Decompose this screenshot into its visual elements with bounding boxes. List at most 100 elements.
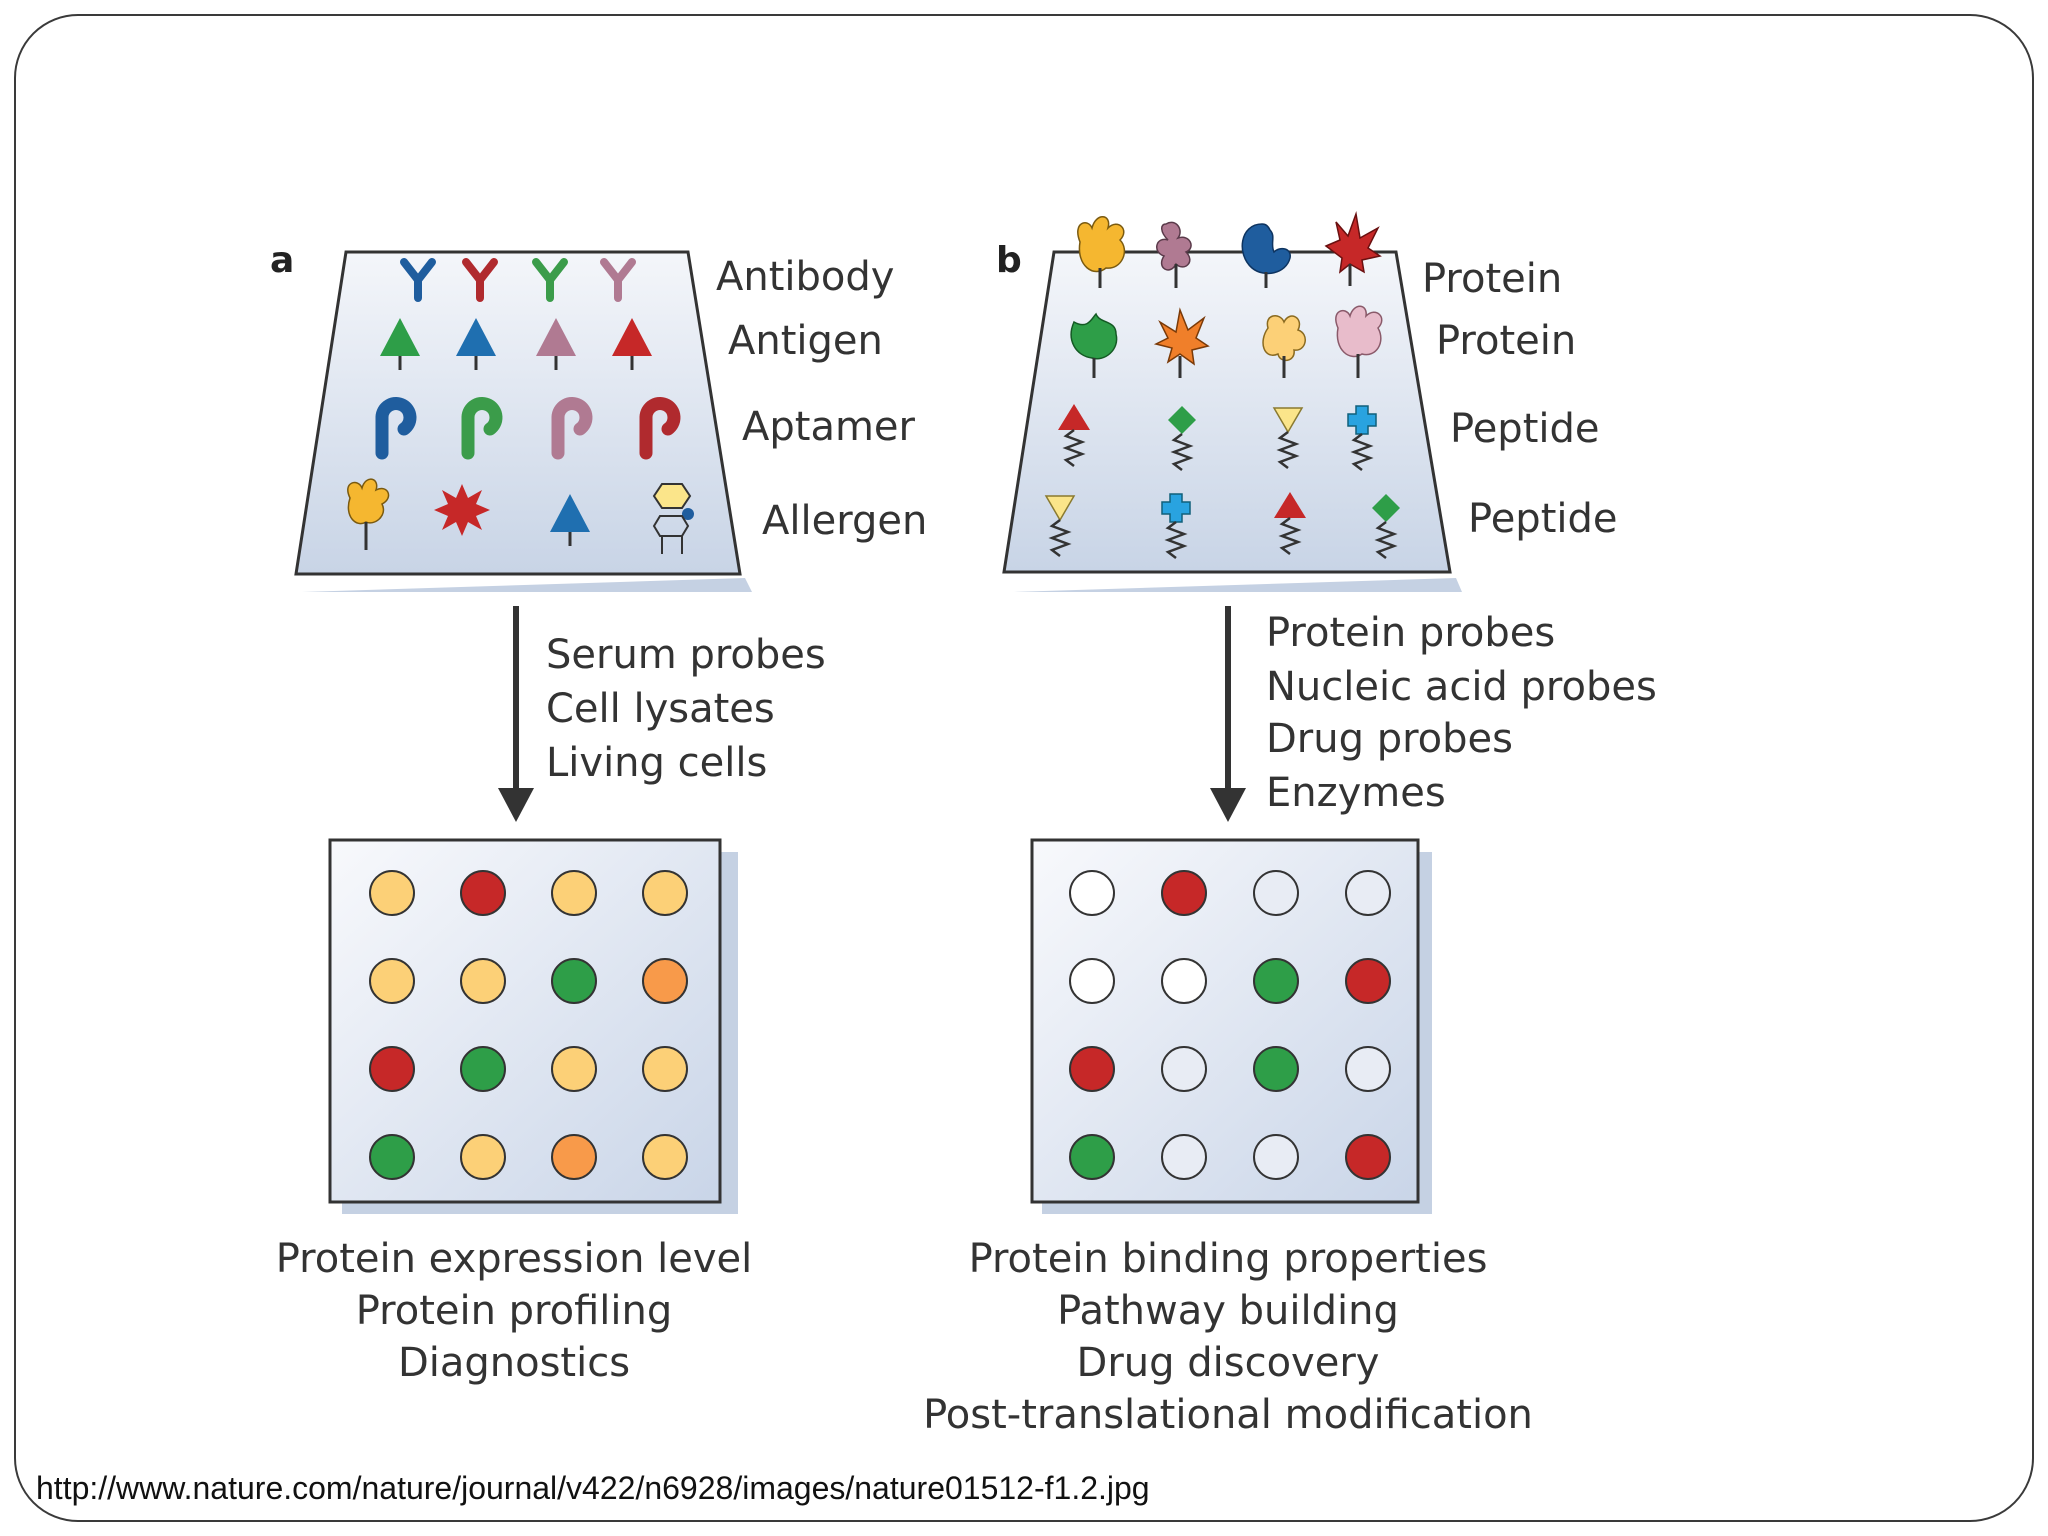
protein-blob-icon (1077, 216, 1126, 288)
antigen-icon (612, 318, 652, 370)
antibody-icon (532, 258, 568, 302)
application-a-line-2: Protein profiling (356, 1288, 673, 1334)
result-b-spots (1069, 870, 1391, 1180)
row-label-aptamer: Aptamer (742, 404, 916, 450)
row-label-peptide-1: Peptide (1450, 406, 1600, 452)
array-spot (369, 958, 415, 1004)
array-spot (1069, 1046, 1115, 1092)
peptide-row-1 (1058, 404, 1377, 471)
array-spot (551, 1046, 597, 1092)
antigen-row (380, 318, 652, 370)
aptamer-icon (461, 397, 503, 460)
peptide-inverted-triangle-icon (1044, 495, 1076, 557)
array-spot (642, 1134, 688, 1180)
peptide-diamond-icon (1168, 406, 1196, 471)
arrow-b-head (1210, 788, 1246, 822)
protein-spiky-icon (1324, 211, 1382, 286)
antigen-icon (536, 318, 576, 370)
application-b-line-1: Protein binding properties (969, 1236, 1488, 1282)
array-spot (460, 958, 506, 1004)
panel-a: a (270, 240, 927, 1386)
protein-blob-icon (1335, 305, 1383, 378)
slide-a-shadow (302, 578, 752, 592)
aptamer-row (375, 397, 681, 460)
array-spot (1253, 958, 1299, 1004)
row-label-antigen: Antigen (728, 318, 883, 364)
array-spot (1345, 1134, 1391, 1180)
protein-row-1 (1077, 211, 1382, 288)
arrow-a-head (498, 788, 534, 822)
array-spot (1161, 1134, 1207, 1180)
source-url[interactable]: http://www.nature.com/nature/journal/v42… (36, 1470, 1150, 1506)
array-spot (1345, 958, 1391, 1004)
row-label-protein-2: Protein (1436, 318, 1576, 364)
peptide-cross-icon (1347, 405, 1377, 471)
probe-b-line-4: Enzymes (1266, 770, 1446, 816)
antibody-icon (462, 258, 498, 302)
array-spot (642, 870, 688, 916)
antibody-icon (600, 258, 636, 302)
application-b-line-3: Drug discovery (1077, 1340, 1380, 1386)
array-spot (369, 1134, 415, 1180)
antigen-icon (456, 318, 496, 370)
protein-row-2 (1070, 305, 1383, 378)
array-spot (1253, 1134, 1299, 1180)
protein-blob-icon (1241, 223, 1291, 288)
array-spot (1069, 958, 1115, 1004)
allergen-row (347, 478, 694, 554)
row-label-allergen: Allergen (762, 498, 927, 544)
panel-b-letter: b (996, 240, 1022, 281)
aptamer-icon (551, 397, 593, 460)
array-spot (1161, 1046, 1207, 1092)
peptide-diamond-icon (1372, 494, 1400, 559)
probe-b-line-3: Drug probes (1266, 716, 1513, 762)
array-spot (1069, 870, 1115, 916)
application-b-line-4: Post-translational modification (923, 1392, 1533, 1438)
row-label-peptide-2: Peptide (1468, 496, 1618, 542)
array-spot (1253, 870, 1299, 916)
result-a-spots (369, 870, 688, 1180)
row-label-protein-1: Protein (1422, 256, 1562, 302)
protein-spiky-icon (1153, 307, 1210, 378)
array-spot (1345, 1046, 1391, 1092)
slide-frame (14, 14, 2034, 1522)
protein-blob-icon (1070, 312, 1118, 378)
array-spot (460, 1134, 506, 1180)
allergen-triangle-icon (550, 494, 590, 546)
antibody-icon (400, 258, 436, 302)
slide-b-shadow (1014, 578, 1462, 592)
probe-b-line-1: Protein probes (1266, 610, 1555, 656)
array-spot (1161, 958, 1207, 1004)
array-spot (1345, 870, 1391, 916)
array-spot (642, 1046, 688, 1092)
array-spot (460, 870, 506, 916)
allergen-blob-icon (347, 478, 390, 550)
array-spot (369, 1046, 415, 1092)
aptamer-icon (639, 397, 681, 460)
probe-b-line-2: Nucleic acid probes (1266, 664, 1657, 710)
peptide-cross-icon (1161, 493, 1191, 559)
array-spot (642, 958, 688, 1004)
allergen-star-icon (434, 484, 490, 536)
array-spot (1253, 1046, 1299, 1092)
protein-blob-icon (1262, 315, 1306, 378)
antigen-icon (380, 318, 420, 370)
peptide-inverted-triangle-icon (1272, 407, 1304, 469)
panel-a-letter: a (270, 240, 294, 281)
peptide-row-2 (1044, 492, 1400, 559)
antibody-row (400, 258, 636, 302)
array-spot (460, 1046, 506, 1092)
application-b-line-2: Pathway building (1057, 1288, 1399, 1334)
allergen-molecule-icon (652, 483, 694, 554)
application-a-line-3: Diagnostics (398, 1340, 630, 1386)
row-label-antibody: Antibody (716, 254, 894, 300)
array-spot (1069, 1134, 1115, 1180)
application-a-line-1: Protein expression level (276, 1236, 753, 1282)
array-spot (1161, 870, 1207, 916)
probe-a-line-3: Living cells (546, 740, 767, 786)
aptamer-icon (375, 397, 417, 460)
peptide-triangle-icon (1274, 492, 1306, 555)
array-spot (551, 870, 597, 916)
probe-a-line-2: Cell lysates (546, 686, 775, 732)
